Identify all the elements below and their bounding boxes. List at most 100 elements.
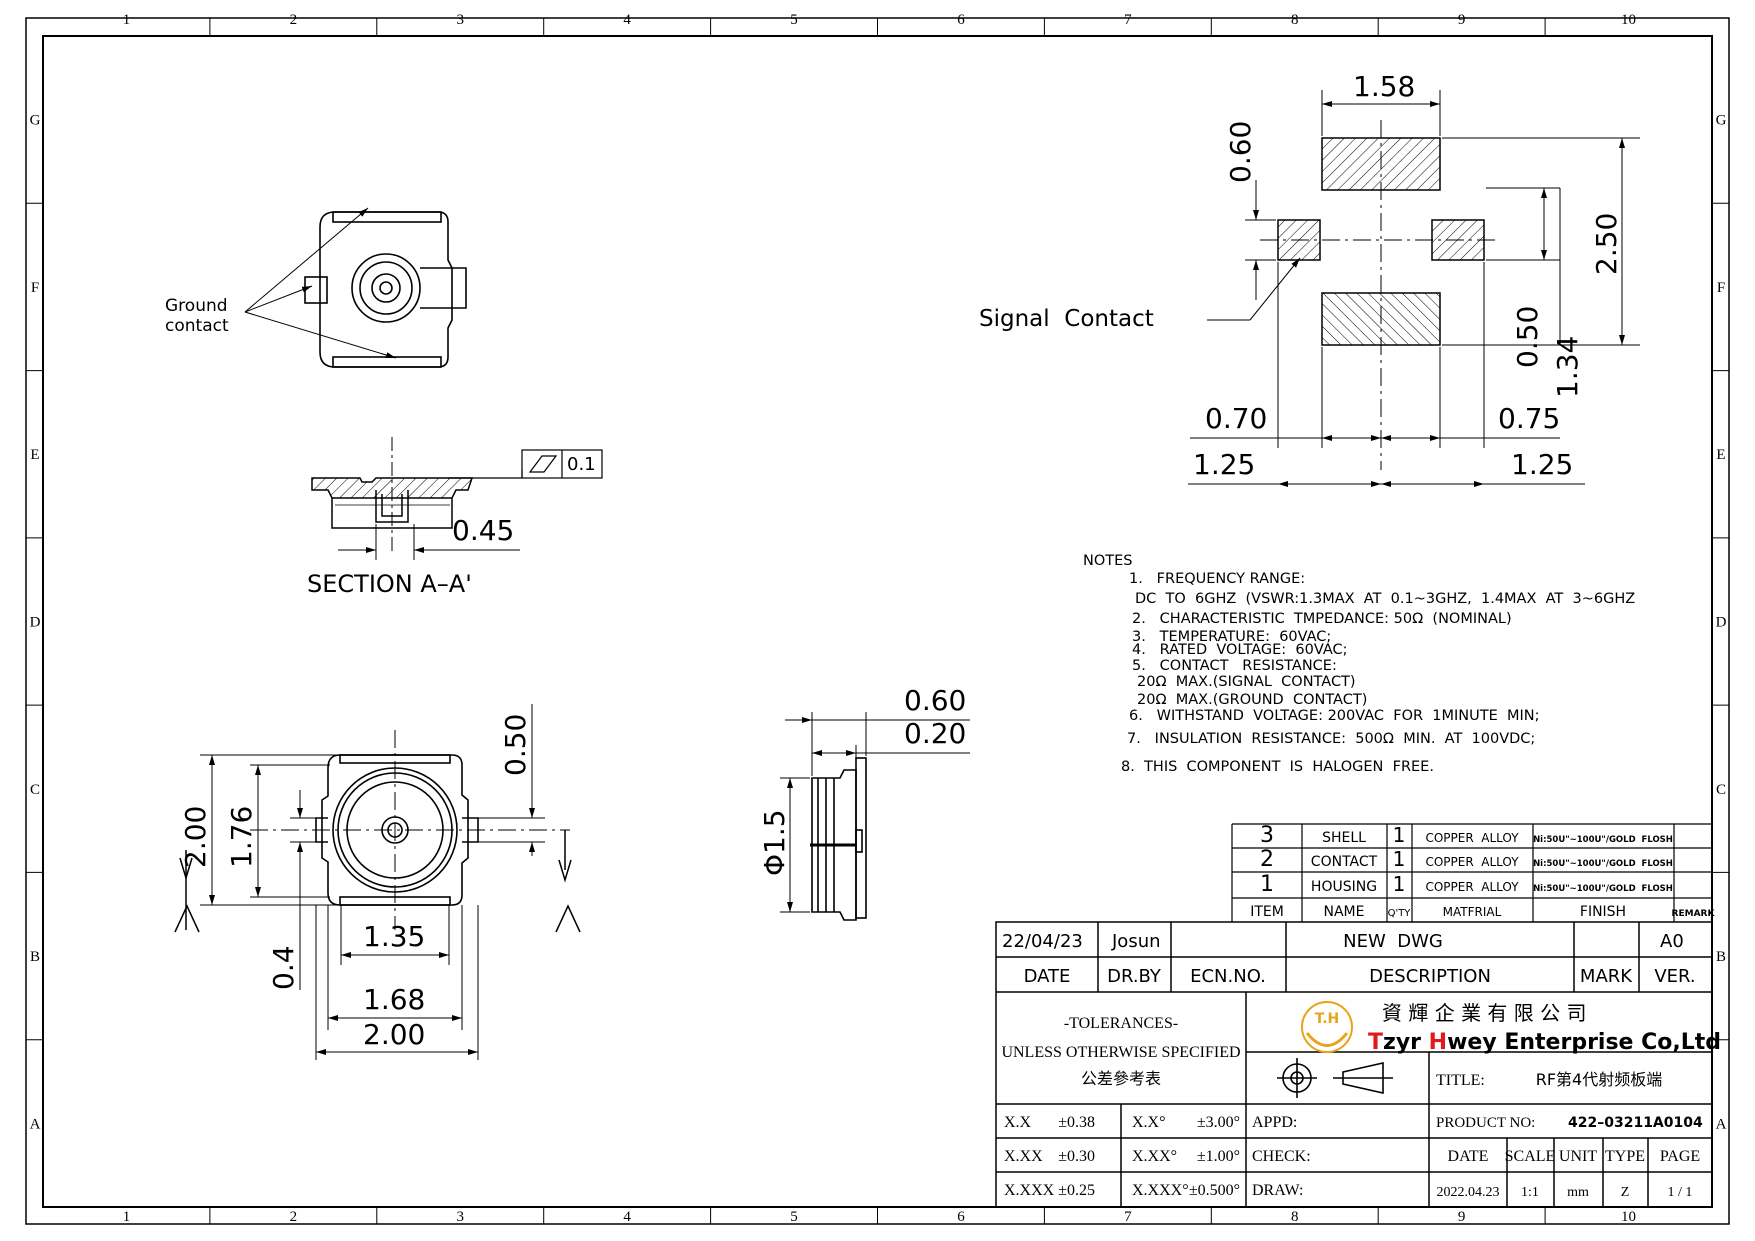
company-name-english: Tzyr Hwey Enterprise Co,Ltd xyxy=(1368,1030,1721,1055)
dim-section-045 xyxy=(338,524,520,560)
tolerance-cell-1-2: X.XX° xyxy=(1132,1148,1177,1165)
top-dimension-lines xyxy=(200,704,545,1060)
dim-pad-070: 0.70 xyxy=(1205,402,1267,435)
ground-contact-label-2: contact xyxy=(165,316,229,336)
note-line: DC TO 6GHZ (VSWR:1.3MAX AT 0.1~3GHZ, 1.4… xyxy=(1135,591,1636,607)
tolerance-line3: 公差參考表 xyxy=(1081,1069,1161,1088)
bom-header-2: Q'TY xyxy=(1388,908,1412,919)
zone-row-B-left: B xyxy=(30,949,40,965)
bom-item: 3 xyxy=(1260,823,1274,848)
draw-label: DRAW: xyxy=(1252,1182,1303,1199)
zone-col-9-top: 9 xyxy=(1458,12,1466,28)
date-value: 2022.04.23 xyxy=(1437,1185,1500,1200)
tolerance-cell-1-3: ±1.00° xyxy=(1197,1148,1240,1165)
zone-col-7-top: 7 xyxy=(1124,12,1132,28)
zone-col-5-top: 5 xyxy=(790,12,798,28)
title-block-grid xyxy=(995,921,1713,1208)
bom-qty: 1 xyxy=(1393,823,1406,847)
tolerance-cell-2-2: X.XXX° xyxy=(1132,1182,1189,1199)
zone-row-C-left: C xyxy=(30,782,40,798)
pad-layout xyxy=(1260,120,1500,470)
tolerance-cell-0-1: ±0.38 xyxy=(1058,1114,1095,1131)
bom-header-1: NAME xyxy=(1324,904,1365,920)
note-line: 20Ω MAX.(GROUND CONTACT) xyxy=(1137,692,1368,708)
title-label: TITLE: xyxy=(1436,1072,1485,1089)
scale-value: 1:1 xyxy=(1521,1185,1539,1200)
date-label: DATE xyxy=(1448,1148,1489,1165)
tolerance-line2: UNLESS OTHERWISE SPECIFIED xyxy=(1001,1044,1240,1061)
note-line: 6. WITHSTAND VOLTAGE: 200VAC FOR 1MINUTE… xyxy=(1129,708,1540,724)
zone-row-E-right: E xyxy=(1716,447,1725,463)
view-top-ground-contact xyxy=(304,211,467,368)
zone-row-C-right: C xyxy=(1716,782,1726,798)
tolerance-cell-1-1: ±0.30 xyxy=(1058,1148,1095,1165)
dim-pad-125-right: 1.25 xyxy=(1511,448,1573,481)
side-dimension-lines xyxy=(780,712,970,913)
bom-name: HOUSING xyxy=(1311,879,1377,895)
dim-pad-250: 2.50 xyxy=(1590,213,1623,275)
logo-text: T.H xyxy=(1315,1011,1339,1027)
unit-label: UNIT xyxy=(1559,1148,1597,1165)
bom-header-5: REMARK xyxy=(1672,909,1716,919)
bom-name: SHELL xyxy=(1322,830,1366,846)
ground-contact-label: Ground xyxy=(165,296,228,316)
note-line: 7. INSULATION RESISTANCE: 500Ω MIN. AT 1… xyxy=(1127,731,1536,747)
rev-hdr-drby: DR.BY xyxy=(1107,966,1162,987)
page-value: 1 / 1 xyxy=(1668,1185,1693,1200)
tolerance-cell-1-0: X.XX xyxy=(1004,1148,1043,1165)
zone-col-7-bot: 7 xyxy=(1124,1209,1132,1225)
projection-symbol xyxy=(1277,1058,1393,1098)
zone-row-G-left: G xyxy=(30,113,41,129)
dim-pad-050: 0.50 xyxy=(1511,306,1544,368)
zone-row-G-right: G xyxy=(1716,113,1727,129)
bom-qty: 1 xyxy=(1393,872,1406,896)
zone-col-2-top: 2 xyxy=(290,12,298,28)
zone-ticks xyxy=(26,18,1729,1224)
section-cut-markers xyxy=(174,830,581,933)
type-label: TYPE xyxy=(1605,1148,1645,1165)
rev-drawn-by: Josun xyxy=(1111,931,1161,952)
dim-side-060: 0.60 xyxy=(904,684,966,717)
ground-contact-leaders xyxy=(244,207,397,359)
note-line: 1. FREQUENCY RANGE: xyxy=(1129,571,1306,587)
dim-side-020: 0.20 xyxy=(904,717,966,750)
dim-top-176: 1.76 xyxy=(225,806,258,868)
note-line: 20Ω MAX.(SIGNAL CONTACT) xyxy=(1137,674,1356,690)
rev-hdr-description: DESCRIPTION xyxy=(1369,966,1491,987)
zone-col-6-bot: 6 xyxy=(957,1209,965,1225)
bom-material: COPPER ALLOY xyxy=(1425,880,1519,894)
zone-row-D-left: D xyxy=(30,615,41,631)
product-no-label: PRODUCT NO: xyxy=(1436,1115,1535,1131)
check-label: CHECK: xyxy=(1252,1148,1311,1165)
tolerance-cell-0-3: ±3.00° xyxy=(1197,1114,1240,1131)
company-name-h: H xyxy=(1429,1030,1447,1055)
zone-col-1-bot: 1 xyxy=(123,1209,131,1225)
dim-top-04: 0.4 xyxy=(267,945,300,990)
zone-col-10-bot: 10 xyxy=(1621,1209,1636,1225)
dim-pad-134: 1.34 xyxy=(1551,336,1584,398)
zone-col-2-bot: 2 xyxy=(290,1209,298,1225)
note-line: 8. THIS COMPONENT IS HALOGEN FREE. xyxy=(1121,759,1434,775)
zone-col-6-top: 6 xyxy=(957,12,965,28)
note-line: 2. CHARACTERISTIC TMPEDANCE: 50Ω (NOMINA… xyxy=(1132,611,1512,627)
zone-row-D-right: D xyxy=(1716,615,1727,631)
type-value: Z xyxy=(1621,1185,1630,1200)
scale-label: SCALE xyxy=(1505,1148,1556,1165)
zone-row-B-right: B xyxy=(1716,949,1726,965)
zone-col-5-bot: 5 xyxy=(790,1209,798,1225)
rev-description: NEW DWG xyxy=(1343,931,1443,952)
page-label: PAGE xyxy=(1660,1148,1700,1165)
zone-row-F-right: F xyxy=(1717,280,1725,296)
view-top xyxy=(250,730,570,930)
zone-row-A-left: A xyxy=(30,1116,41,1132)
rev-hdr-version: VER. xyxy=(1654,966,1695,987)
zone-col-10-top: 10 xyxy=(1621,12,1636,28)
dim-top-050: 0.50 xyxy=(499,714,532,776)
notes-heading: NOTES xyxy=(1083,553,1133,569)
dim-pad-125-left: 1.25 xyxy=(1193,448,1255,481)
tolerance-cell-0-0: X.X xyxy=(1004,1114,1032,1131)
rev-hdr-date: DATE xyxy=(1024,966,1071,987)
bom-name: CONTACT xyxy=(1311,854,1378,870)
tolerance-cell-0-2: X.X° xyxy=(1132,1114,1166,1131)
